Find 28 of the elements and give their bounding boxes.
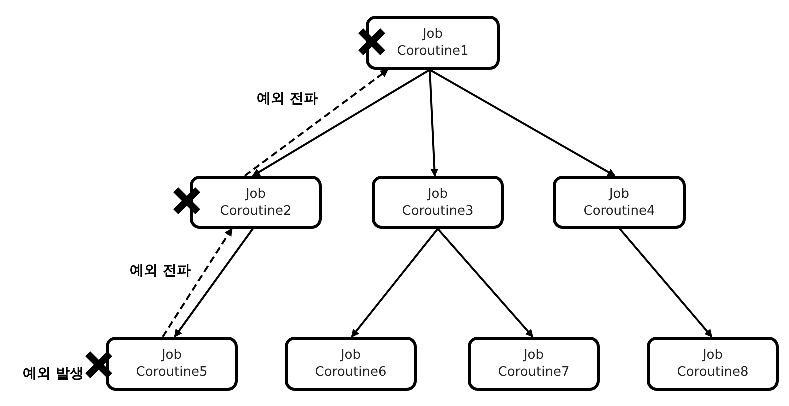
- node-label: Job Coroutine7: [497, 347, 571, 381]
- node-label: Job Coroutine6: [314, 347, 388, 381]
- job-box: [366, 16, 500, 70]
- arrow: [437, 228, 534, 338]
- node-label: Job Coroutine8: [676, 347, 750, 381]
- arrow: [619, 228, 713, 338]
- job-box: [285, 337, 417, 391]
- edge-label: 예외 전파: [128, 262, 193, 280]
- node-label: Job Coroutine2: [219, 186, 293, 220]
- arrow: [252, 69, 431, 177]
- dashed-arrow: [162, 228, 233, 338]
- job-box: [372, 176, 504, 229]
- edge-label: 예외 전파: [255, 90, 320, 108]
- job-box: [468, 337, 600, 391]
- dashed-arrow: [244, 69, 389, 177]
- job-box: [190, 176, 322, 229]
- node-label: Job Coroutine5: [135, 347, 209, 381]
- job-box: [553, 176, 686, 229]
- node-label: Job Coroutine3: [401, 186, 475, 220]
- arrow: [351, 228, 439, 338]
- job-box: [106, 337, 238, 391]
- node-label: Job Coroutine1: [396, 26, 470, 60]
- arrow: [430, 69, 616, 177]
- node-label: Job Coroutine4: [582, 186, 656, 220]
- arrow: [174, 228, 254, 338]
- side-note: 예외 발생: [23, 365, 84, 383]
- job-box: [647, 337, 779, 391]
- arrow: [429, 70, 439, 177]
